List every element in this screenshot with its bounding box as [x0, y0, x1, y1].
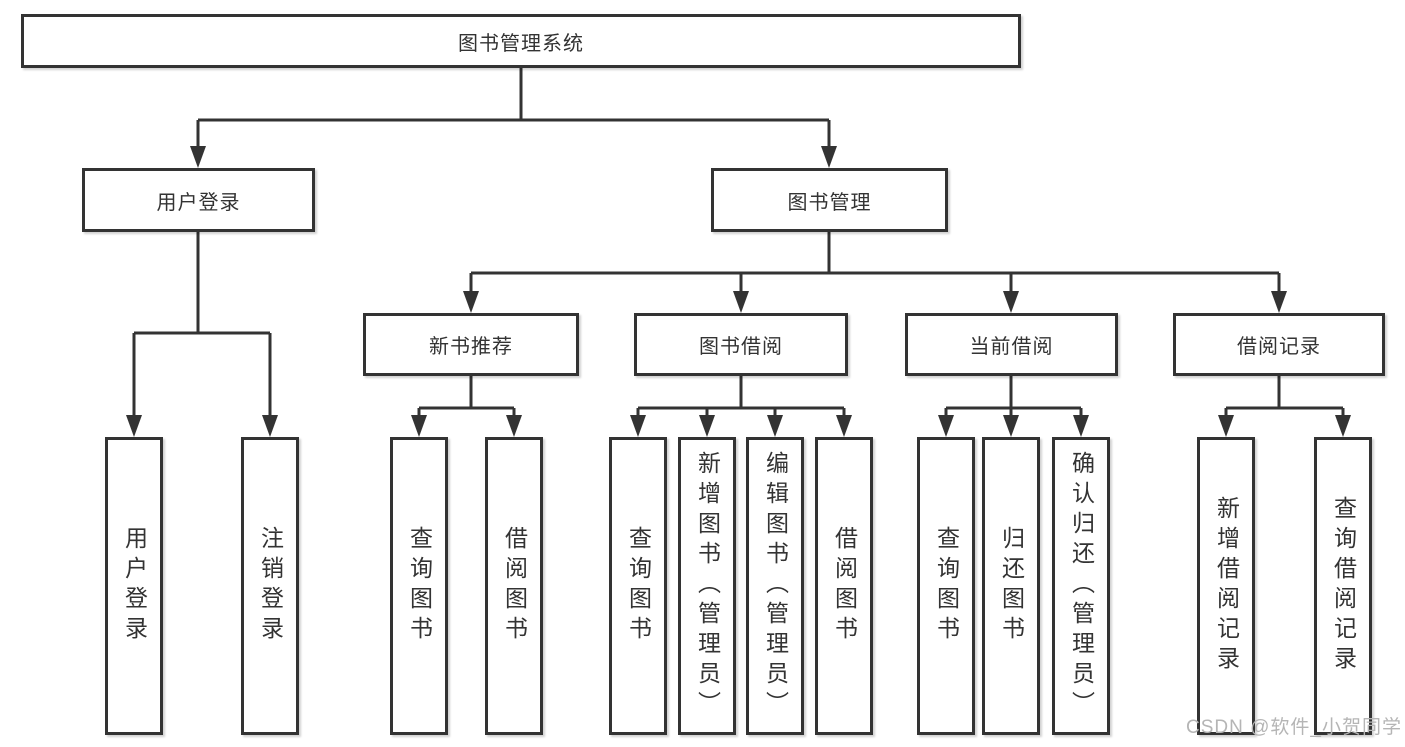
node-label: 查询图书	[406, 526, 433, 646]
leaf-confirm-return-admin: 确认归还（管理员）	[1052, 437, 1110, 735]
leaf-add-borrow-record: 新增借阅记录	[1197, 437, 1255, 735]
node-label: 图书管理系统	[458, 32, 584, 55]
leaf-query-books-current: 查询图书	[917, 437, 975, 735]
node-label: 借阅记录	[1237, 336, 1321, 358]
node-label: 注销登录	[257, 526, 284, 646]
node-label: 查询借阅记录	[1330, 496, 1357, 676]
node-label: 新增借阅记录	[1213, 496, 1240, 676]
leaf-borrow-books-recommend: 借阅图书	[485, 437, 543, 735]
leaf-return-book: 归还图书	[982, 437, 1040, 735]
leaf-query-borrow-record: 查询借阅记录	[1314, 437, 1372, 735]
leaf-query-books-borrowing: 查询图书	[609, 437, 667, 735]
leaf-logout-login: 注销登录	[241, 437, 299, 735]
node-label: 查询图书	[625, 526, 652, 646]
csdn-watermark: CSDN @软件_小贺同学	[1186, 717, 1402, 738]
node-label: 图书管理	[787, 191, 872, 214]
node-label: 查询图书	[933, 526, 960, 646]
node-label: 用户登录	[156, 191, 241, 214]
leaf-query-books-recommend: 查询图书	[390, 437, 448, 735]
node-current-borrowing: 当前借阅	[905, 313, 1118, 376]
node-label: 用户登录	[121, 526, 148, 646]
node-user-login: 用户登录	[82, 168, 315, 232]
node-label: 确认归还（管理员）	[1068, 451, 1095, 721]
node-root-system: 图书管理系统	[21, 14, 1021, 68]
leaf-add-book-admin: 新增图书（管理员）	[678, 437, 736, 735]
node-label: 归还图书	[998, 526, 1025, 646]
node-label: 图书借阅	[699, 336, 783, 358]
node-label: 编辑图书（管理员）	[762, 451, 789, 721]
node-label: 新书推荐	[429, 336, 513, 358]
leaf-edit-book-admin: 编辑图书（管理员）	[746, 437, 804, 735]
node-borrowing-records: 借阅记录	[1173, 313, 1385, 376]
node-label: 当前借阅	[969, 336, 1054, 358]
node-book-borrowing: 图书借阅	[634, 313, 848, 376]
node-new-book-recommend: 新书推荐	[363, 313, 579, 376]
leaf-borrow-books-borrowing: 借阅图书	[815, 437, 873, 735]
node-book-management: 图书管理	[711, 168, 948, 232]
leaf-user-login: 用户登录	[105, 437, 163, 735]
node-label: 借阅图书	[831, 526, 858, 646]
node-label: 借阅图书	[501, 526, 528, 646]
node-label: 新增图书（管理员）	[694, 451, 721, 721]
